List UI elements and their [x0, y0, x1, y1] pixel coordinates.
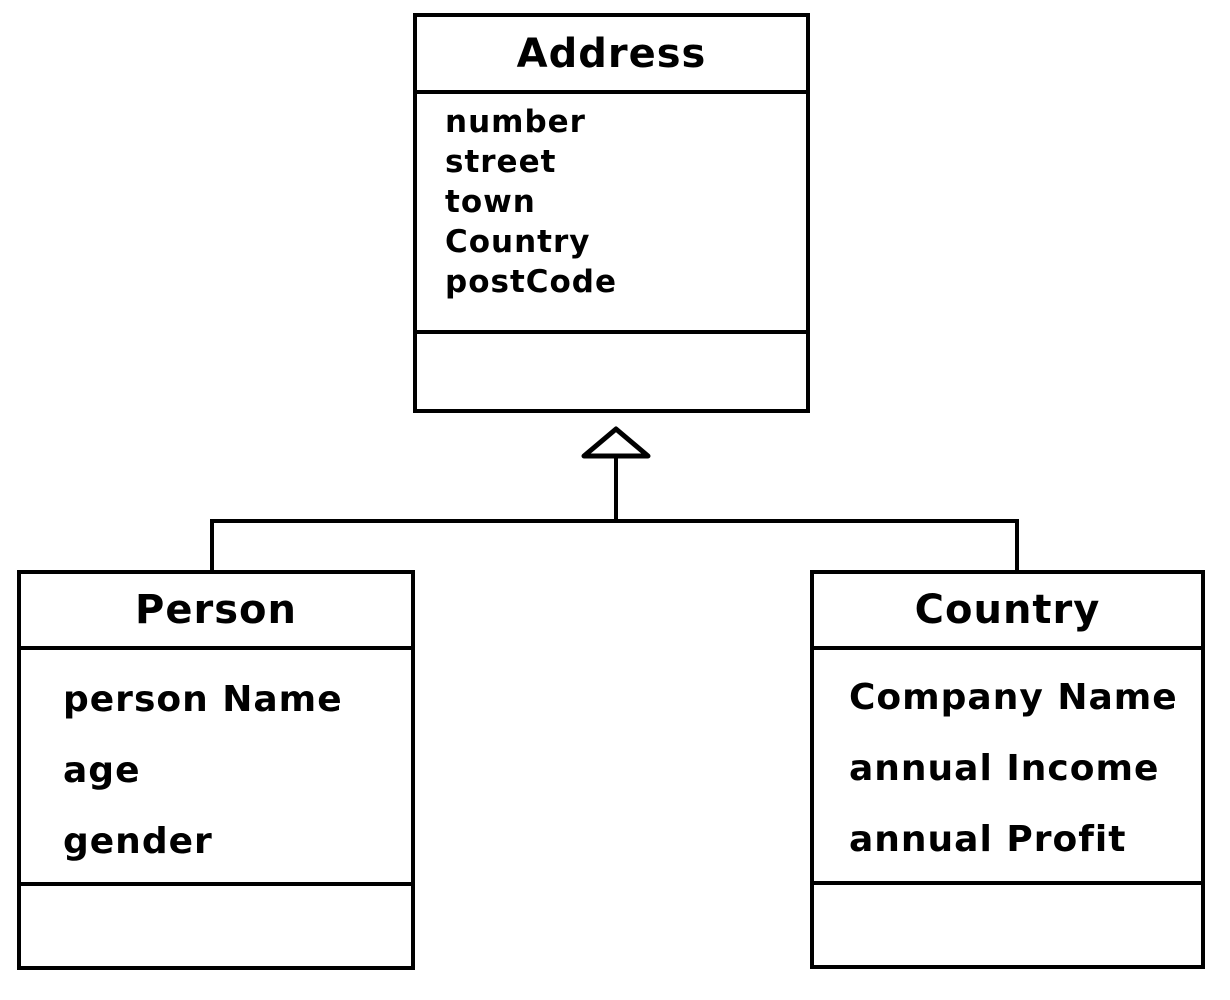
class-title-country: Country	[814, 574, 1201, 650]
attribute-item: age	[63, 750, 141, 791]
attribute-item: gender	[63, 821, 213, 862]
hollow-triangle-inheritance-arrow-icon	[581, 426, 651, 459]
class-box-address: Address number street town Country postC…	[413, 13, 810, 413]
class-attributes-address: number street town Country postCode	[417, 94, 806, 334]
attribute-item: annual Profit	[849, 819, 1127, 860]
attribute-item: Country	[445, 224, 591, 260]
class-operations-address-empty	[417, 334, 806, 409]
class-box-person: Person person Name age gender	[17, 570, 415, 970]
class-title-address: Address	[417, 17, 806, 94]
class-attributes-country: Company Name annual Income annual Profit	[814, 650, 1201, 885]
class-operations-country-empty	[814, 885, 1201, 965]
class-box-country: Country Company Name annual Income annua…	[810, 570, 1205, 969]
attribute-item: street	[445, 144, 557, 180]
class-attributes-person: person Name age gender	[21, 650, 411, 886]
attribute-item: postCode	[445, 264, 618, 300]
attribute-item: annual Income	[849, 748, 1160, 789]
attribute-item: Company Name	[849, 677, 1178, 718]
attribute-item: person Name	[63, 679, 343, 720]
class-title-person: Person	[21, 574, 411, 650]
attribute-item: number	[445, 104, 586, 140]
attribute-item: town	[445, 184, 536, 220]
class-operations-person-empty	[21, 886, 411, 966]
